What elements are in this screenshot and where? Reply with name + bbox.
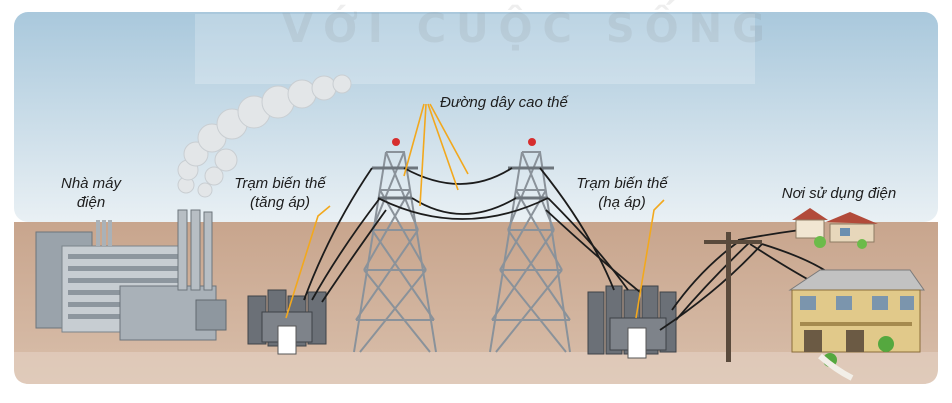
label-power-plant-line2: điện <box>46 193 136 212</box>
label-step-down-line1: Trạm biến thế <box>562 174 682 193</box>
label-step-up-substation: Trạm biến thế (tăng áp) <box>220 174 340 212</box>
label-step-up-line2: (tăng áp) <box>220 193 340 212</box>
label-consumers: Nơi sử dụng điện <box>764 184 914 203</box>
label-step-down-line2: (hạ áp) <box>562 193 682 212</box>
label-step-up-line1: Trạm biến thế <box>220 174 340 193</box>
watermark-text: VỚI CUỘC SỐNG <box>282 6 775 52</box>
step-down-substation <box>588 286 676 358</box>
label-transmission-lines: Đường dây cao thế <box>440 93 600 112</box>
label-step-down-substation: Trạm biến thế (hạ áp) <box>562 174 682 212</box>
label-power-plant: Nhà máy điện <box>46 174 136 212</box>
label-power-plant-line1: Nhà máy <box>46 174 136 193</box>
